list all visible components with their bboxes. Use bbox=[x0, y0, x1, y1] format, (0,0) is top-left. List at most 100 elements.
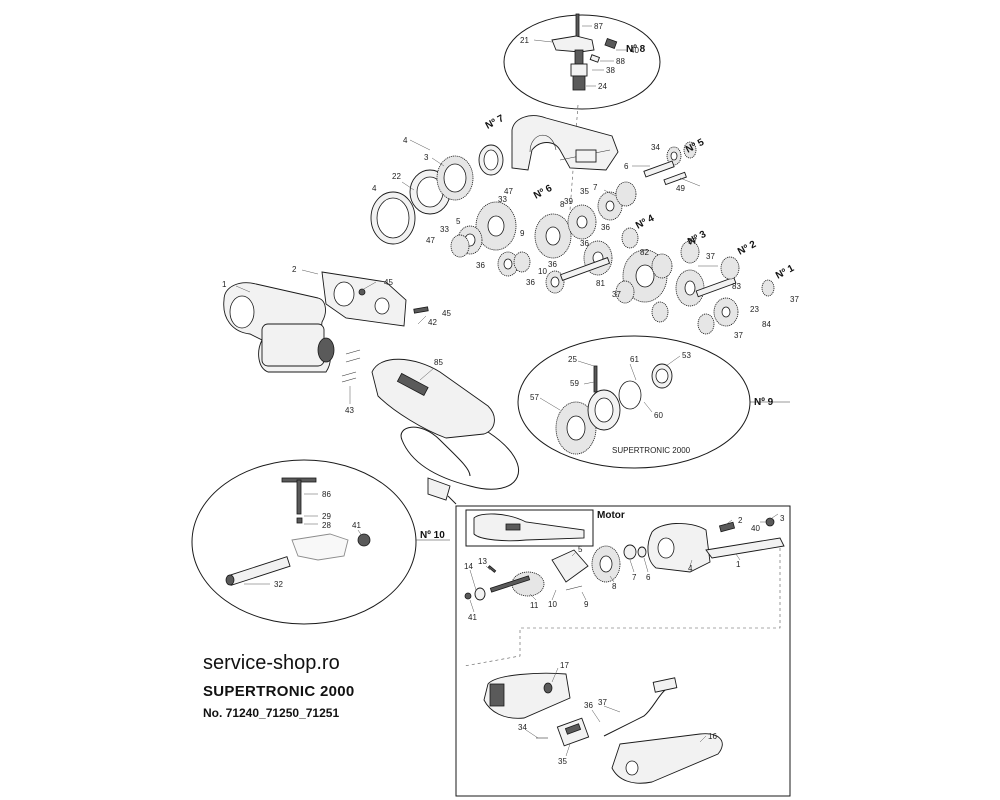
motor-label-34: 34 bbox=[518, 723, 527, 732]
inset10-label-29: 29 bbox=[322, 512, 331, 521]
motor-label-2: 2 bbox=[738, 516, 743, 525]
model-numbers: No. 71240_71250_71251 bbox=[203, 706, 340, 720]
label-37a: 37 bbox=[688, 237, 697, 246]
inset9-label-61: 61 bbox=[630, 355, 639, 364]
handle-and-cable bbox=[371, 358, 519, 505]
motor-label-36: 36 bbox=[584, 701, 593, 710]
label-37d: 37 bbox=[790, 295, 799, 304]
label-49: 49 bbox=[676, 184, 685, 193]
label-85: 85 bbox=[434, 358, 443, 367]
inset-8-outline bbox=[503, 14, 661, 110]
group-label-3: Nº 3 bbox=[686, 229, 709, 248]
label-24: 24 bbox=[598, 82, 607, 91]
inset10-label-32: 32 bbox=[274, 580, 283, 589]
label-82: 82 bbox=[640, 248, 649, 257]
inset10-label-41: 41 bbox=[352, 521, 361, 530]
inset-8-parts bbox=[551, 13, 618, 91]
motor-parts bbox=[464, 517, 785, 601]
inset9-label-25: 25 bbox=[568, 355, 577, 364]
group-label-7: Nº 7 bbox=[484, 113, 507, 132]
label-6: 6 bbox=[624, 162, 629, 171]
label-88: 88 bbox=[616, 57, 625, 66]
label-45a: 45 bbox=[384, 278, 393, 287]
motor-panel-frame bbox=[455, 505, 791, 797]
motor-label-41: 41 bbox=[468, 613, 477, 622]
label-23: 23 bbox=[750, 305, 759, 314]
label-47a: 47 bbox=[504, 187, 513, 196]
label-43: 43 bbox=[345, 406, 354, 415]
inset-10-outline bbox=[191, 459, 417, 625]
motor-label-35: 35 bbox=[558, 757, 567, 766]
label-36b: 36 bbox=[580, 239, 589, 248]
label-36a: 36 bbox=[601, 223, 610, 232]
handle-parts bbox=[483, 672, 723, 784]
label-8: 8 bbox=[560, 200, 565, 209]
label-84: 84 bbox=[762, 320, 771, 329]
motor-label-17: 17 bbox=[560, 661, 569, 670]
label-34: 34 bbox=[651, 143, 660, 152]
inset9-product-label: SUPERTRONIC 2000 bbox=[612, 446, 691, 455]
label-37b: 37 bbox=[706, 252, 715, 261]
label-21: 21 bbox=[520, 36, 529, 45]
label-36d: 36 bbox=[548, 260, 557, 269]
inset10-label-28: 28 bbox=[322, 521, 331, 530]
group-label-8: Nº 8 bbox=[626, 44, 646, 55]
motor-label-4: 4 bbox=[688, 564, 693, 573]
label-7: 7 bbox=[593, 183, 598, 192]
motor-heading: Motor bbox=[597, 510, 625, 521]
inset-10: 86 29 28 41 32 Nº 10 bbox=[191, 459, 450, 625]
label-87: 87 bbox=[594, 22, 603, 31]
motor-label-40: 40 bbox=[751, 524, 760, 533]
label-10: 10 bbox=[538, 267, 547, 276]
label-4b: 4 bbox=[372, 184, 377, 193]
model-title: SUPERTRONIC 2000 bbox=[203, 683, 355, 700]
label-36c: 36 bbox=[476, 261, 485, 270]
motor-label-16: 16 bbox=[708, 732, 717, 741]
label-45b: 45 bbox=[442, 309, 451, 318]
label-38: 38 bbox=[606, 66, 615, 75]
label-37e: 37 bbox=[734, 331, 743, 340]
group-label-4: Nº 4 bbox=[634, 213, 657, 232]
top-leader-lines bbox=[235, 25, 718, 404]
motor-leader-lines bbox=[469, 513, 779, 757]
label-83: 83 bbox=[732, 282, 741, 291]
motor-label-1: 1 bbox=[736, 560, 741, 569]
motor-thumbnail-frame bbox=[465, 509, 594, 547]
inset-9-leaders bbox=[539, 355, 681, 413]
label-3: 3 bbox=[424, 153, 429, 162]
inset-10-leaders bbox=[244, 493, 363, 585]
label-36e: 36 bbox=[526, 278, 535, 287]
label-47b: 47 bbox=[426, 236, 435, 245]
label-81: 81 bbox=[596, 279, 605, 288]
brand-text: service-shop.ro bbox=[203, 652, 340, 674]
tool-housing-part-1 bbox=[223, 282, 335, 373]
motor-label-10: 10 bbox=[548, 600, 557, 609]
inset9-label-60: 60 bbox=[654, 411, 663, 420]
gearbox-exploded-view: 87 21 40 88 38 24 4 34 6 3 22 4 47 49 7 … bbox=[222, 13, 799, 505]
label-33b: 33 bbox=[440, 225, 449, 234]
inset9-label-53: 53 bbox=[682, 351, 691, 360]
gear-housing-frame bbox=[511, 115, 619, 171]
motor-label-14: 14 bbox=[464, 562, 473, 571]
ring-gears-group-7 bbox=[370, 144, 504, 245]
motor-label-7: 7 bbox=[632, 573, 637, 582]
label-40: 40 bbox=[630, 46, 639, 55]
inset9-label-59: 59 bbox=[570, 379, 579, 388]
label-4a: 4 bbox=[403, 136, 408, 145]
label-37c: 37 bbox=[612, 290, 621, 299]
inset10-label-86: 86 bbox=[322, 490, 331, 499]
group-label-6: Nº 6 bbox=[532, 183, 555, 202]
gear-cluster bbox=[450, 141, 775, 335]
motor-label-5: 5 bbox=[578, 545, 583, 554]
group-label-10: Nº 10 bbox=[420, 530, 445, 541]
inset9-label-57: 57 bbox=[530, 393, 539, 402]
motor-label-3: 3 bbox=[780, 514, 785, 523]
label-35: 35 bbox=[580, 187, 589, 196]
label-22: 22 bbox=[392, 172, 401, 181]
motor-label-6: 6 bbox=[646, 573, 651, 582]
motor-label-37: 37 bbox=[598, 698, 607, 707]
motor-panel: Motor bbox=[455, 505, 791, 797]
group-label-2: Nº 2 bbox=[736, 239, 759, 258]
label-2: 2 bbox=[292, 265, 297, 274]
